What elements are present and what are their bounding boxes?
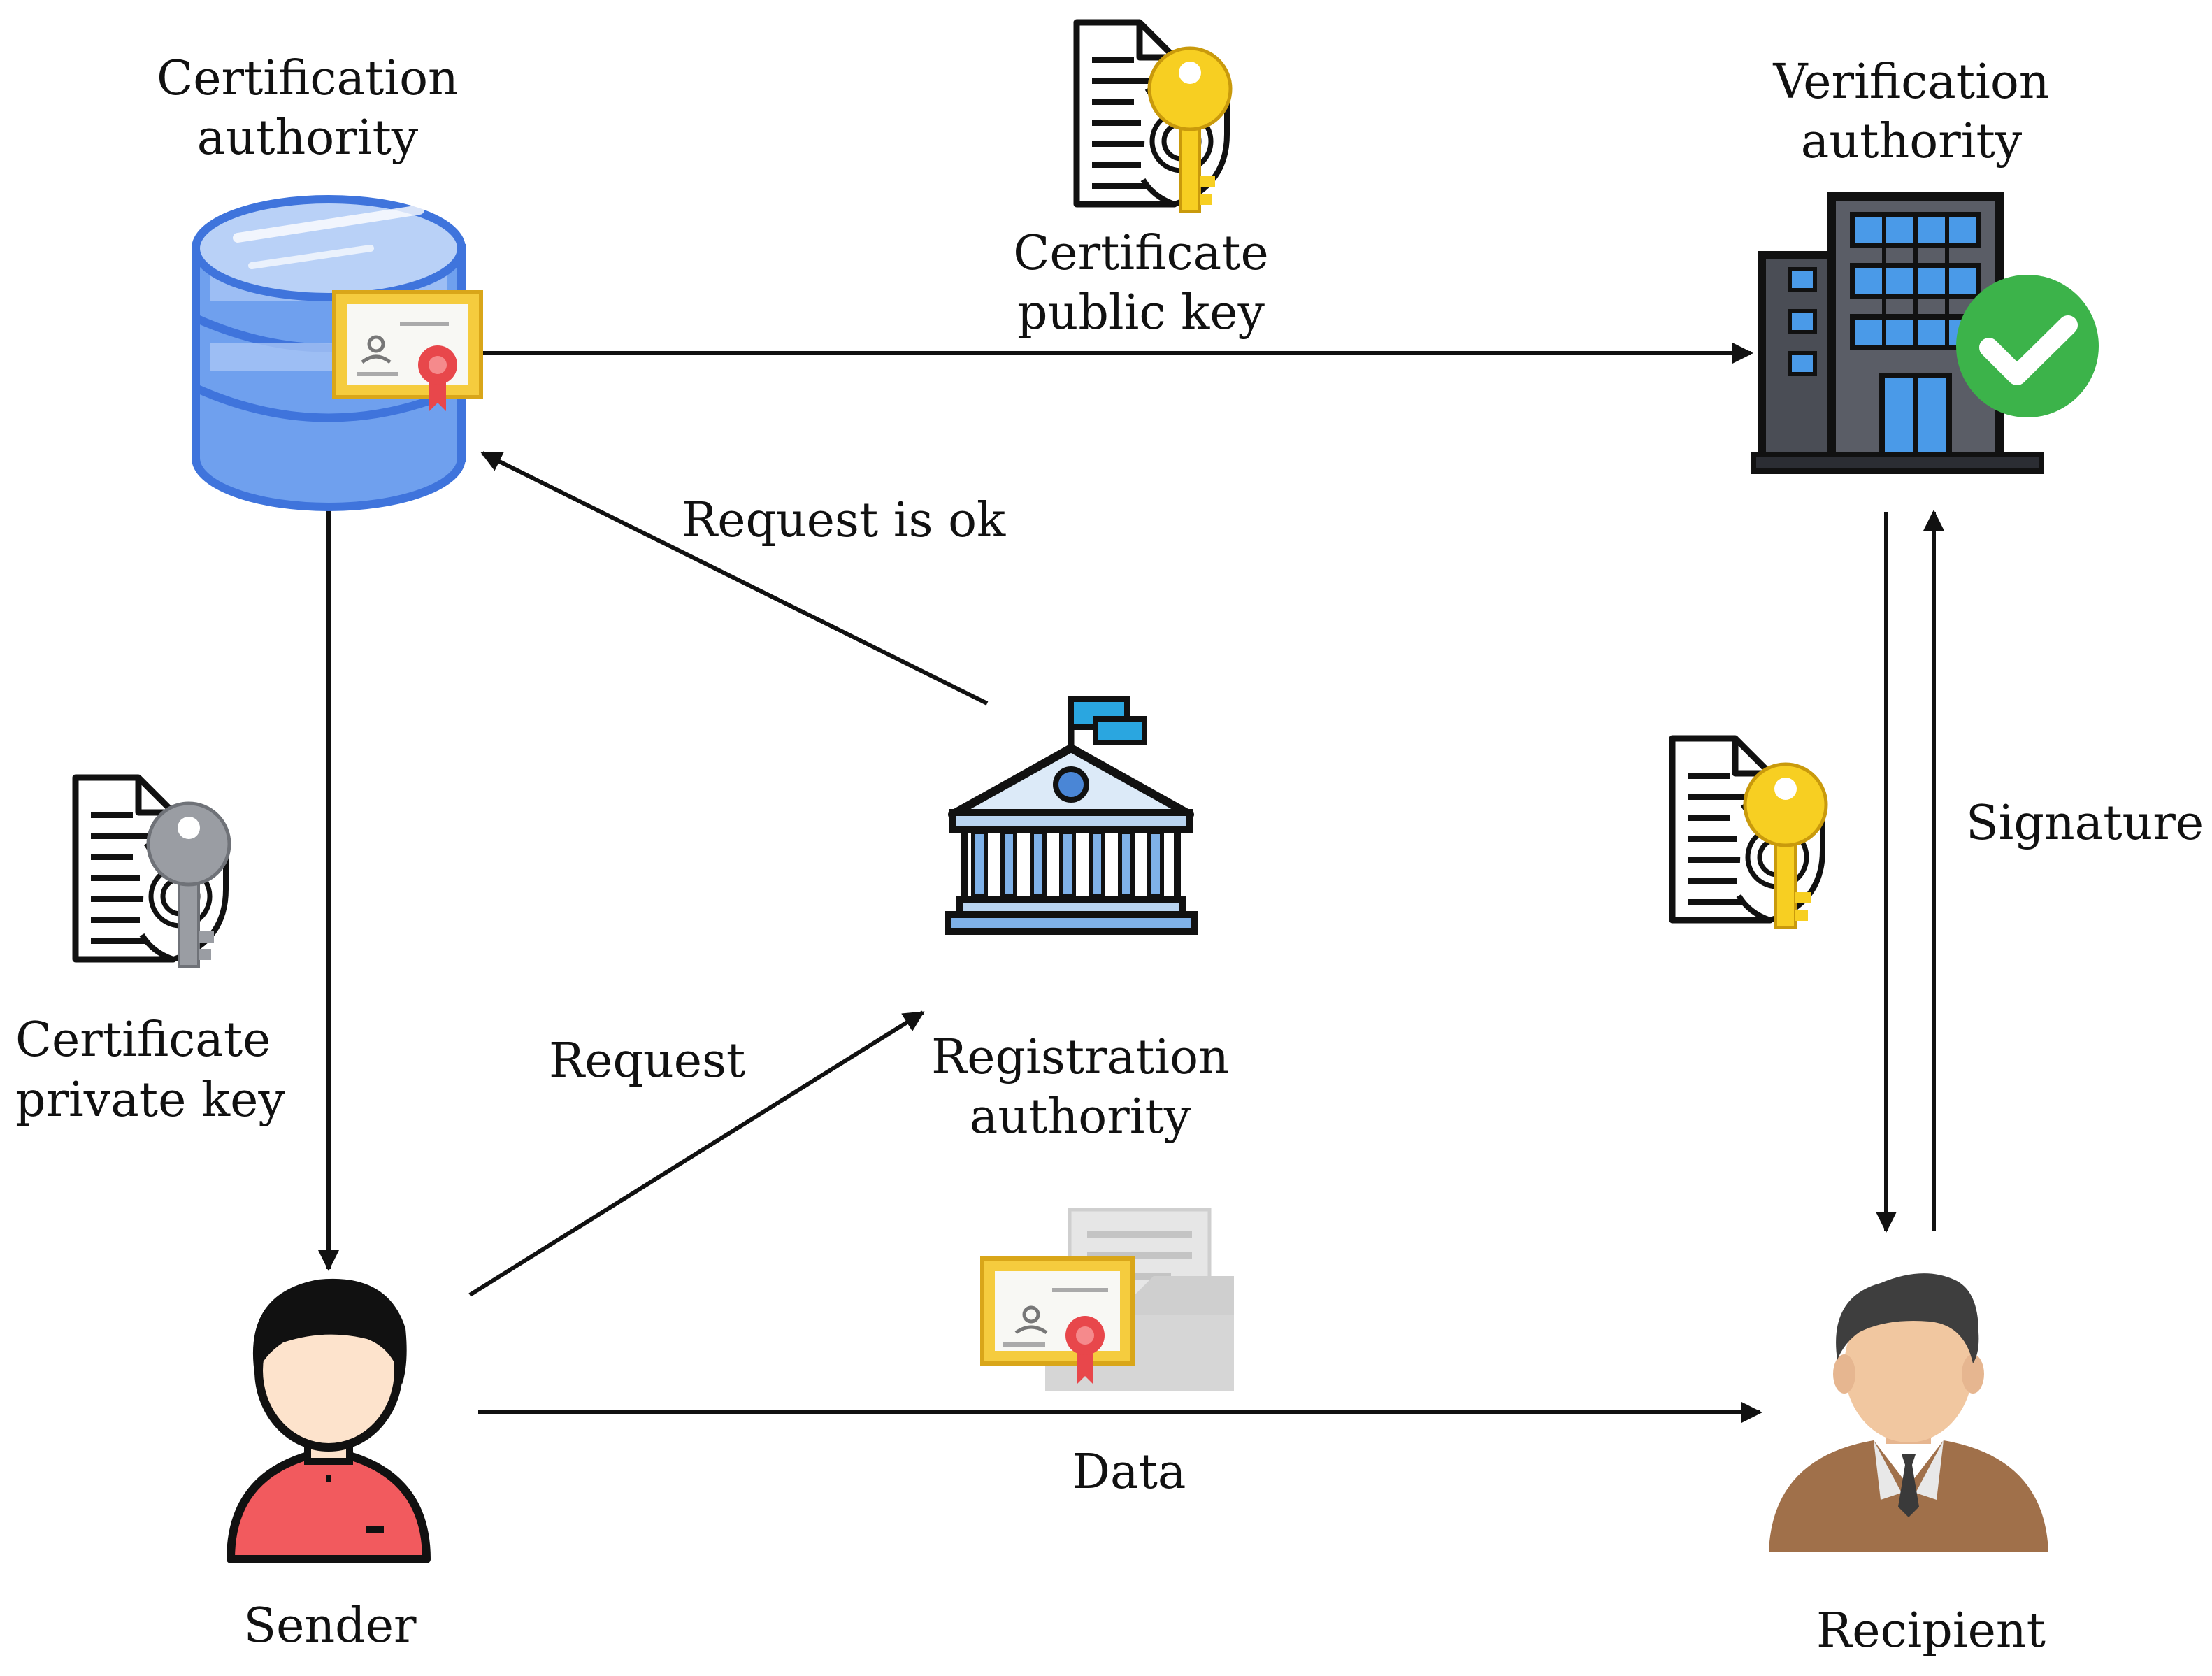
cert-public-key-label: Certificate <box>1013 226 1268 281</box>
labels: Certification authority Verification aut… <box>15 51 2204 1659</box>
person-businessman-icon <box>1769 1273 2048 1552</box>
arrows <box>318 343 1944 1423</box>
cert-public-key-label: public key <box>1017 285 1265 341</box>
recipient-label: Recipient <box>1816 1603 2046 1659</box>
va-label: Verification <box>1772 55 2049 110</box>
sender-label: Sender <box>244 1598 417 1654</box>
va-label: authority <box>1801 114 2023 169</box>
document-gold-key-icon <box>1077 22 1233 213</box>
ca-label: Certification <box>157 51 459 106</box>
request-label: Request <box>549 1033 745 1089</box>
data-label: Data <box>1072 1445 1186 1500</box>
request-ok-label: Request is ok <box>682 493 1006 548</box>
ra-label: Registration <box>931 1030 1229 1085</box>
ra-label: authority <box>970 1089 1191 1145</box>
arrow-sender-to-ra <box>468 1010 925 1297</box>
arrow-ra-to-ca <box>480 451 989 706</box>
database-certificate-icon <box>192 195 483 511</box>
document-gold-key-icon <box>1672 738 1828 929</box>
cert-private-key-label: private key <box>15 1073 285 1128</box>
certificate-folder-icon <box>980 1208 1234 1391</box>
person-red-icon <box>227 1278 431 1563</box>
building-check-icon <box>1751 192 2099 474</box>
ca-label: authority <box>197 110 419 166</box>
government-building-icon <box>945 696 1198 935</box>
cert-private-key-label: Certificate <box>15 1012 271 1068</box>
signature-label: Signature <box>1966 796 2204 851</box>
document-grey-key-icon <box>76 778 231 968</box>
